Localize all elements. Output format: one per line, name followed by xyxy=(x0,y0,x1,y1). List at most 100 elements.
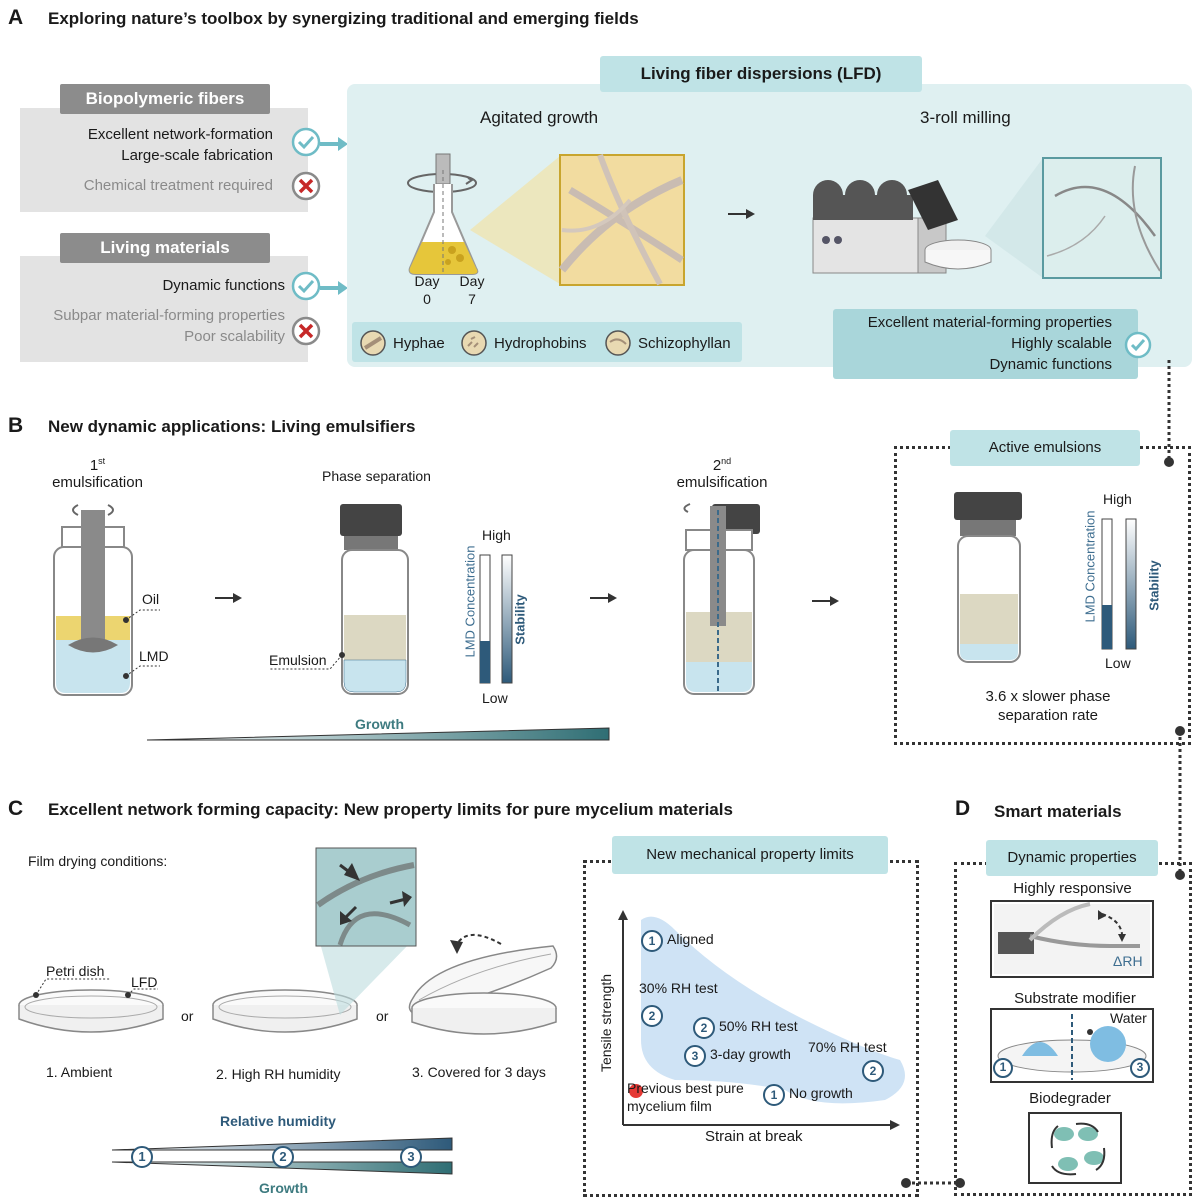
schizophyllan-icon xyxy=(605,330,631,356)
condition-2: 2. High RH humidity xyxy=(216,1066,341,1082)
day-7-num: 7 xyxy=(468,291,476,307)
flask-icon xyxy=(407,153,479,275)
legend-hydrophobins: Hydrophobins xyxy=(494,335,587,352)
cross-icon xyxy=(291,171,321,201)
panel-c-letter: C xyxy=(8,797,24,820)
plot-point-label: 3-day growth xyxy=(710,1046,791,1062)
lmd-concentration-label: LMD Concentration xyxy=(462,545,478,658)
plot-point-marker: 1 xyxy=(641,930,663,952)
cross-icon xyxy=(291,316,321,346)
callout-lines xyxy=(33,978,158,998)
growth-wedge-label: Growth xyxy=(355,716,404,732)
legend-hyphae: Hyphae xyxy=(393,335,445,352)
milling-label: 3-roll milling xyxy=(920,108,1011,127)
stability-label: Stability xyxy=(512,594,528,645)
x-axis-label: Strain at break xyxy=(705,1128,803,1145)
bio-pro-2: Large-scale fabrication xyxy=(121,147,273,164)
callout-lines xyxy=(123,609,160,679)
petri-dish-2-icon xyxy=(212,989,358,1033)
substrate-image xyxy=(990,1008,1154,1083)
active-lmd-concentration-label: LMD Concentration xyxy=(1082,510,1098,623)
plot-point-label: 30% RH test xyxy=(639,980,718,996)
panel-a-title: Exploring nature’s toolbox by synergizin… xyxy=(48,9,639,28)
gradient-marker-1: 1 xyxy=(138,1149,146,1164)
living-con-1: Subpar material-forming properties xyxy=(53,307,285,324)
arrow-right-icon xyxy=(812,596,839,606)
hyphae-icon xyxy=(360,330,386,356)
gauge-low-label: Low xyxy=(482,690,508,706)
water-label: Water xyxy=(1110,1010,1147,1026)
gradient-marker-2: 2 xyxy=(279,1149,287,1164)
arrow-right-icon xyxy=(320,281,348,295)
benefits-box xyxy=(833,309,1138,379)
milled-fiber-zoom-image xyxy=(985,157,1162,279)
bio-con-1: Chemical treatment required xyxy=(83,177,273,194)
panel-a-letter: A xyxy=(8,6,24,29)
emulsion-label: Emulsion xyxy=(269,652,327,668)
legend-box xyxy=(352,322,742,362)
panel-d-title: Smart materials xyxy=(994,802,1122,821)
mechanical-plot xyxy=(618,910,905,1130)
vial-1-icon xyxy=(53,504,133,696)
connector-line xyxy=(901,1178,965,1188)
day-0-label: Day xyxy=(414,273,440,289)
vial-2-icon xyxy=(340,504,409,695)
responsive-film-image xyxy=(990,900,1154,978)
lmd-gauge xyxy=(479,554,513,684)
oil-label: Oil xyxy=(142,591,160,607)
benefit-3: Dynamic functions xyxy=(989,356,1112,373)
legend-schizophyllan: Schizophyllan xyxy=(638,335,731,352)
benefit-2: Highly scalable xyxy=(1011,335,1112,352)
lmd-label: LMD xyxy=(139,648,169,664)
biodegrader-label: Biodegrader xyxy=(1029,1090,1111,1107)
biopolymeric-header: Biopolymeric fibers xyxy=(60,84,270,114)
panel-b-title: New dynamic applications: Living emulsif… xyxy=(48,417,416,436)
plot-point-marker: 2 xyxy=(693,1017,715,1039)
gradient-markers xyxy=(131,1146,422,1168)
growth-wedge xyxy=(146,727,610,741)
bio-pro-1: Excellent network-formation xyxy=(87,126,273,143)
gauge-high-label: High xyxy=(482,527,511,543)
lfd-header: Living fiber dispersions (LFD) xyxy=(600,56,922,92)
or-2: or xyxy=(376,1008,389,1024)
previous-best-label-2: mycelium film xyxy=(627,1098,712,1114)
plot-point-marker: 1 xyxy=(763,1084,785,1106)
mechanical-header: New mechanical property limits xyxy=(612,836,888,874)
or-1: or xyxy=(181,1008,194,1024)
callout-line xyxy=(270,652,345,670)
network-zoom-image xyxy=(315,847,417,1015)
living-con-2: Poor scalability xyxy=(184,328,285,345)
active-caption-2: separation rate xyxy=(997,707,1099,724)
plot-point-label: Aligned xyxy=(667,931,714,947)
plot-point-marker: 3 xyxy=(684,1045,706,1067)
condition-1: 1. Ambient xyxy=(46,1064,113,1080)
check-icon xyxy=(291,271,321,301)
active-caption-1: 3.6 x slower phase xyxy=(985,688,1111,705)
check-icon xyxy=(1124,331,1152,359)
connector-line xyxy=(1175,726,1185,880)
panel-b-letter: B xyxy=(8,414,24,437)
agitated-growth-label: Agitated growth xyxy=(480,108,599,127)
plot-point-label: 70% RH test xyxy=(808,1039,887,1055)
benefit-1: Excellent material-forming properties xyxy=(867,314,1112,331)
petri-dish-1-icon xyxy=(18,989,164,1033)
highly-responsive-label: Highly responsive xyxy=(1013,880,1132,897)
petri-dish-3-icon xyxy=(408,934,558,1035)
substrate-modifier-label: Substrate modifier xyxy=(1014,990,1136,1007)
active-vial-icon xyxy=(954,492,1022,663)
panel-c-title: Excellent network forming capacity: New … xyxy=(48,800,733,819)
petri-dish-label: Petri dish xyxy=(46,963,105,979)
active-stability-label: Stability xyxy=(1146,560,1162,611)
active-low-label: Low xyxy=(1105,655,1131,671)
arrow-right-icon xyxy=(728,209,755,219)
roll-mill-icon xyxy=(812,180,992,274)
plot-point-label: No growth xyxy=(789,1085,853,1101)
delta-rh-label: ΔRH xyxy=(1113,953,1143,969)
panel-d-letter: D xyxy=(955,797,971,820)
phase-separation-label: Phase separation xyxy=(322,468,431,484)
gradient-marker-3: 3 xyxy=(407,1149,415,1164)
arrow-right-icon xyxy=(320,137,348,151)
biopolymeric-box xyxy=(20,108,308,212)
living-header: Living materials xyxy=(60,233,270,263)
